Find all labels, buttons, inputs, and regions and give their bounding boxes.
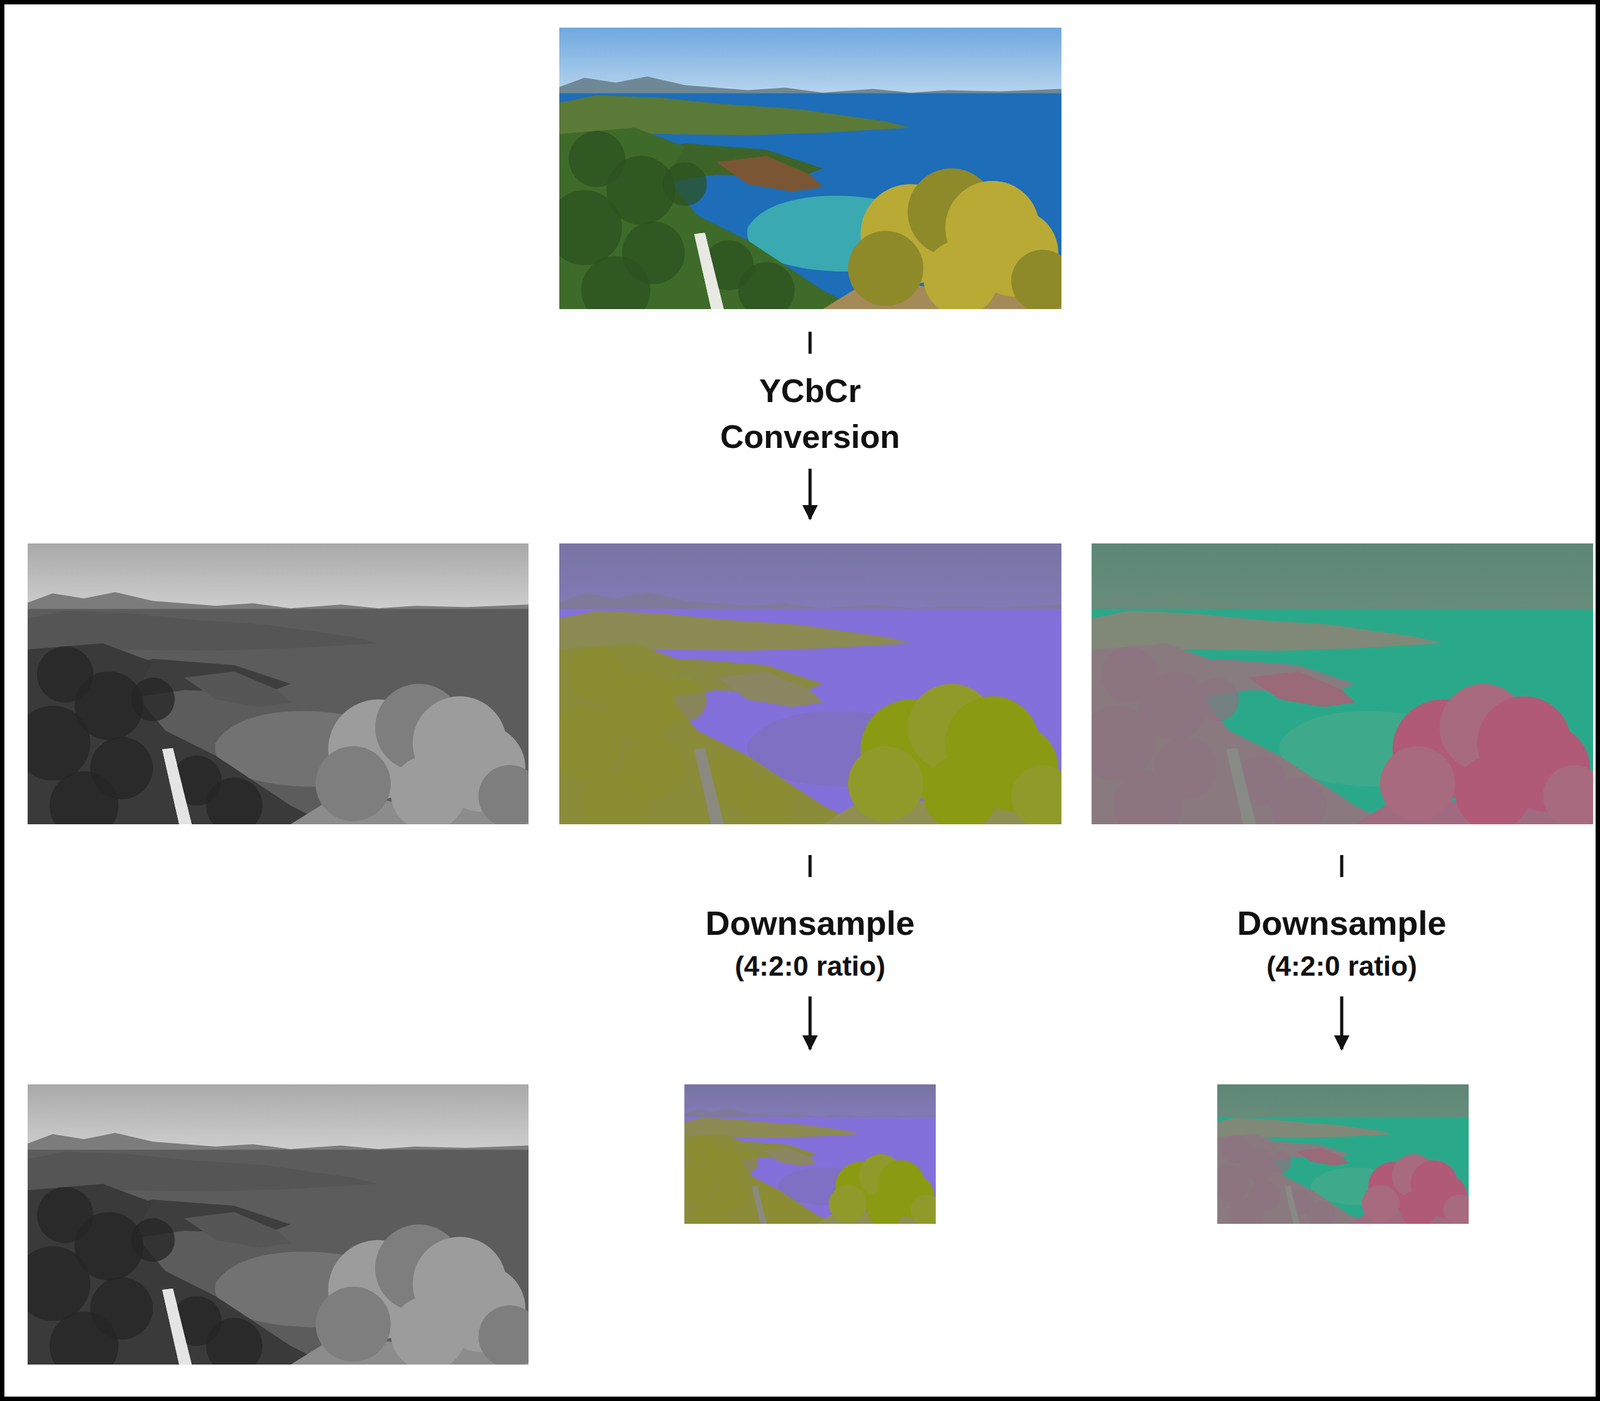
tree-canopy [206, 1318, 263, 1375]
tree-canopy [15, 1246, 91, 1322]
bush-canopy [390, 1296, 467, 1372]
tree-canopy [15, 705, 91, 781]
bush-canopy [923, 756, 999, 831]
cliff-face [1248, 671, 1355, 708]
tree-canopy [49, 1312, 119, 1381]
tree-canopy [1079, 705, 1155, 781]
cliff-face [716, 671, 824, 708]
tree-canopy [546, 705, 623, 781]
tree-canopy [678, 1165, 716, 1203]
cliff-face [1295, 1148, 1350, 1166]
step-label: Downsample [705, 899, 915, 948]
tree-canopy [1269, 1151, 1292, 1174]
pale-trunk [752, 1186, 768, 1225]
tree-canopy [546, 190, 623, 266]
bush-canopy [1399, 1190, 1438, 1228]
bush-canopy [1011, 765, 1074, 828]
photo-panel [1079, 543, 1600, 841]
photo-panel [546, 27, 1074, 325]
photo-panel [15, 543, 542, 841]
bush-canopy [1380, 746, 1456, 822]
tree-canopy [738, 262, 795, 319]
bush-canopy [1443, 1194, 1475, 1226]
arrow-line [1340, 996, 1344, 1050]
tree-canopy [1270, 778, 1327, 834]
bush-canopy [478, 1305, 542, 1369]
tree-canopy [1210, 1165, 1249, 1203]
bush-canopy [866, 1190, 905, 1228]
arrow-line [808, 996, 812, 1050]
pale-trunk [1285, 1186, 1301, 1225]
tick-line [1340, 855, 1344, 878]
bush-canopy [1011, 249, 1074, 313]
tick-line [808, 855, 812, 878]
tree-canopy [130, 1218, 175, 1262]
bush-canopy [1455, 756, 1531, 831]
pale-trunk [162, 748, 192, 825]
bush-canopy [478, 765, 542, 828]
tree-canopy [774, 1200, 803, 1229]
bush-canopy [847, 746, 924, 822]
tree-canopy [663, 162, 707, 207]
tree-canopy [736, 1151, 759, 1174]
tree-canopy [1195, 678, 1240, 723]
bush-canopy [910, 1194, 943, 1226]
cliff-face [184, 671, 291, 708]
tree-canopy [1307, 1200, 1336, 1229]
tree-canopy [663, 678, 707, 723]
cliff-face [184, 1212, 291, 1248]
image-panels [15, 27, 1600, 1381]
step-label: Downsample [1236, 899, 1447, 948]
bush-canopy [847, 231, 924, 307]
bush-canopy [390, 756, 467, 831]
bush-canopy [828, 1185, 867, 1223]
tree-canopy [581, 255, 651, 325]
photo-panel [15, 1084, 542, 1381]
bush-canopy [1361, 1185, 1400, 1223]
photo-panel [1210, 1084, 1475, 1232]
bush-canopy [315, 1287, 391, 1362]
cliff-face [762, 1148, 817, 1166]
ratio-label: (4:2:0 ratio) [734, 947, 886, 987]
tree-canopy [581, 771, 651, 841]
ratio-label: (4:2:0 ratio) [1266, 947, 1418, 987]
photo-panel [678, 1084, 943, 1232]
tree-canopy [49, 771, 119, 841]
arrow-line [808, 468, 812, 520]
tree-canopy [130, 678, 175, 723]
pale-trunk [162, 1288, 192, 1365]
tree-canopy [206, 778, 263, 834]
pale-trunk [694, 233, 724, 310]
bush-canopy [315, 746, 391, 822]
photo-panel [546, 543, 1074, 841]
tree-canopy [695, 1197, 731, 1232]
tree-canopy [1228, 1197, 1264, 1232]
cliff-face [716, 155, 824, 192]
bush-canopy [923, 240, 999, 315]
bush-canopy [1542, 765, 1600, 828]
tree-canopy [1113, 771, 1183, 841]
pale-trunk [1226, 748, 1256, 825]
pale-trunk [694, 748, 724, 825]
tick-line [808, 331, 812, 354]
step-label: YCbCr Conversion [690, 368, 930, 461]
tree-canopy [738, 778, 795, 834]
